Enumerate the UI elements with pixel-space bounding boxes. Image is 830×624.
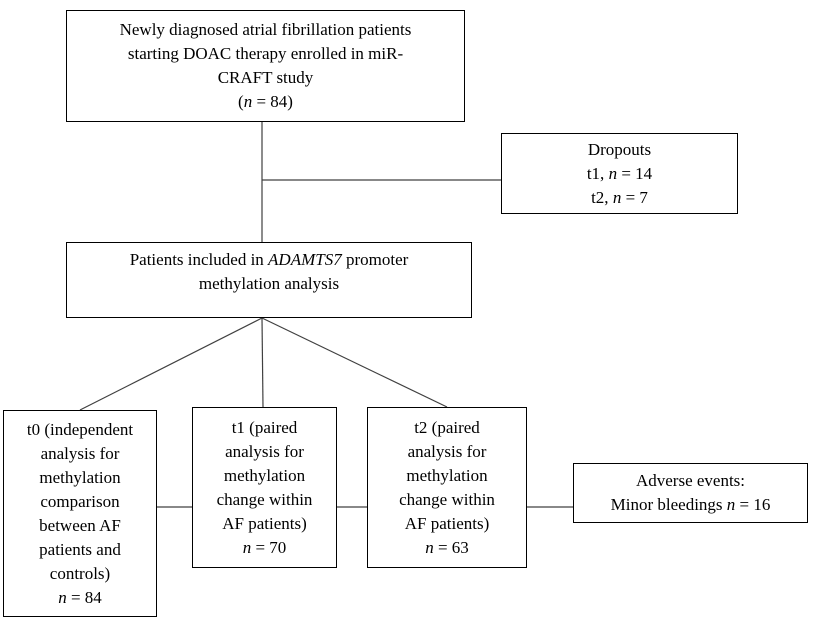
text-run: AF patients) (404, 513, 490, 533)
text-line: patients and (39, 538, 121, 562)
text-line: n = 70 (243, 536, 287, 560)
text-line: t1, n = 14 (587, 162, 652, 186)
text-line: Patients included in ADAMTS7 promoter (130, 248, 409, 272)
box-enrollment: Newly diagnosed atrial fibrillation pati… (66, 10, 465, 122)
text-run: Newly diagnosed atrial fibrillation pati… (119, 20, 412, 39)
text-line: n = 63 (425, 536, 469, 560)
text-run: starting DOAC therapy enrolled in miR- (127, 44, 404, 63)
text-run: controls) (49, 563, 111, 583)
text-run: patients and (39, 539, 121, 559)
text-run: methylation (406, 465, 488, 485)
text-line: t2, n = 7 (591, 186, 648, 210)
text-run: promoter (341, 250, 409, 269)
text-line: Minor bleedings n = 16 (611, 493, 771, 517)
text-line: controls) (50, 562, 110, 586)
box-t0-independent-analysis: t0 (independent analysis for methylation co… (3, 410, 157, 617)
text-line: t0 (independent (27, 418, 133, 442)
italic-text-run: ADAMTS7 (268, 250, 342, 269)
text-line: comparison (40, 490, 119, 514)
text-line: starting DOAC therapy enrolled in miR- (128, 42, 403, 66)
box-t1-paired-analysis: t1 (paired analysis for methylation change … (192, 407, 337, 568)
text-run: methylation (39, 467, 121, 487)
text-line: t2 (paired (414, 416, 480, 440)
text-run: Adverse events: (635, 471, 746, 490)
text-run: between AF (39, 515, 121, 535)
text-line: analysis for (41, 442, 120, 466)
italic-text-run: n (726, 495, 736, 514)
text-line: t1 (paired (232, 416, 298, 440)
text-line: CRAFT study (218, 66, 314, 90)
text-line: between AF (39, 514, 121, 538)
box-adverse-events: Adverse events: Minor bleedings n = 16 (573, 463, 808, 523)
text-line: n = 84 (58, 586, 102, 610)
text-run: change within (216, 489, 313, 509)
italic-text-run: n (58, 587, 67, 607)
text-line: Newly diagnosed atrial fibrillation pati… (120, 18, 412, 42)
text-line: change within (217, 488, 313, 512)
text-line: analysis for (408, 440, 487, 464)
text-run: = 14 (617, 163, 653, 183)
text-run: Minor bleedings (610, 495, 727, 514)
italic-text-run: n (608, 163, 618, 183)
text-run: change within (399, 489, 495, 509)
box-t2-paired-analysis: t2 (paired analysis for methylation change … (367, 407, 527, 568)
text-run: t2 (paired (414, 417, 480, 437)
text-line: AF patients) (222, 512, 307, 536)
text-run: Dropouts (587, 139, 652, 159)
text-line: analysis for (225, 440, 304, 464)
text-run: = 7 (621, 187, 648, 207)
text-run: Patients included in (129, 250, 269, 269)
text-line: methylation analysis (199, 272, 339, 296)
text-run: methylation analysis (198, 274, 340, 293)
connector-included-to-t1 (261, 317, 264, 408)
text-line: (n = 84) (238, 90, 293, 114)
text-run: t1 (paired (231, 417, 298, 437)
text-run: = 70 (251, 537, 287, 557)
text-run: = 16 (735, 495, 771, 514)
text-line: Dropouts (588, 138, 651, 162)
text-line: Adverse events: (636, 469, 745, 493)
text-run: t0 (independent (26, 419, 134, 439)
text-line: change within (399, 488, 495, 512)
text-run: t2, (591, 187, 613, 207)
text-line: methylation (224, 464, 305, 488)
text-run: comparison (40, 491, 120, 511)
text-line: methylation (406, 464, 487, 488)
italic-text-run: n (425, 537, 434, 557)
text-run: analysis for (407, 441, 487, 461)
text-line: methylation (39, 466, 120, 490)
connector-included-to-t2 (261, 317, 448, 408)
text-run: analysis for (225, 441, 304, 461)
text-run: AF patients) (222, 513, 307, 533)
italic-text-run: n (242, 537, 252, 557)
text-run: analysis for (40, 443, 120, 463)
text-run: = 84 (66, 587, 102, 607)
text-run: methylation (223, 465, 306, 485)
text-run: CRAFT study (217, 68, 314, 87)
text-run: t1, (586, 163, 609, 183)
connector-included-to-t0 (79, 317, 263, 411)
text-run: = 84) (252, 92, 293, 111)
italic-text-run: n (612, 187, 622, 207)
text-line: AF patients) (405, 512, 490, 536)
text-run: ( (238, 92, 244, 111)
italic-text-run: n (243, 92, 253, 111)
text-run: = 63 (433, 537, 469, 557)
